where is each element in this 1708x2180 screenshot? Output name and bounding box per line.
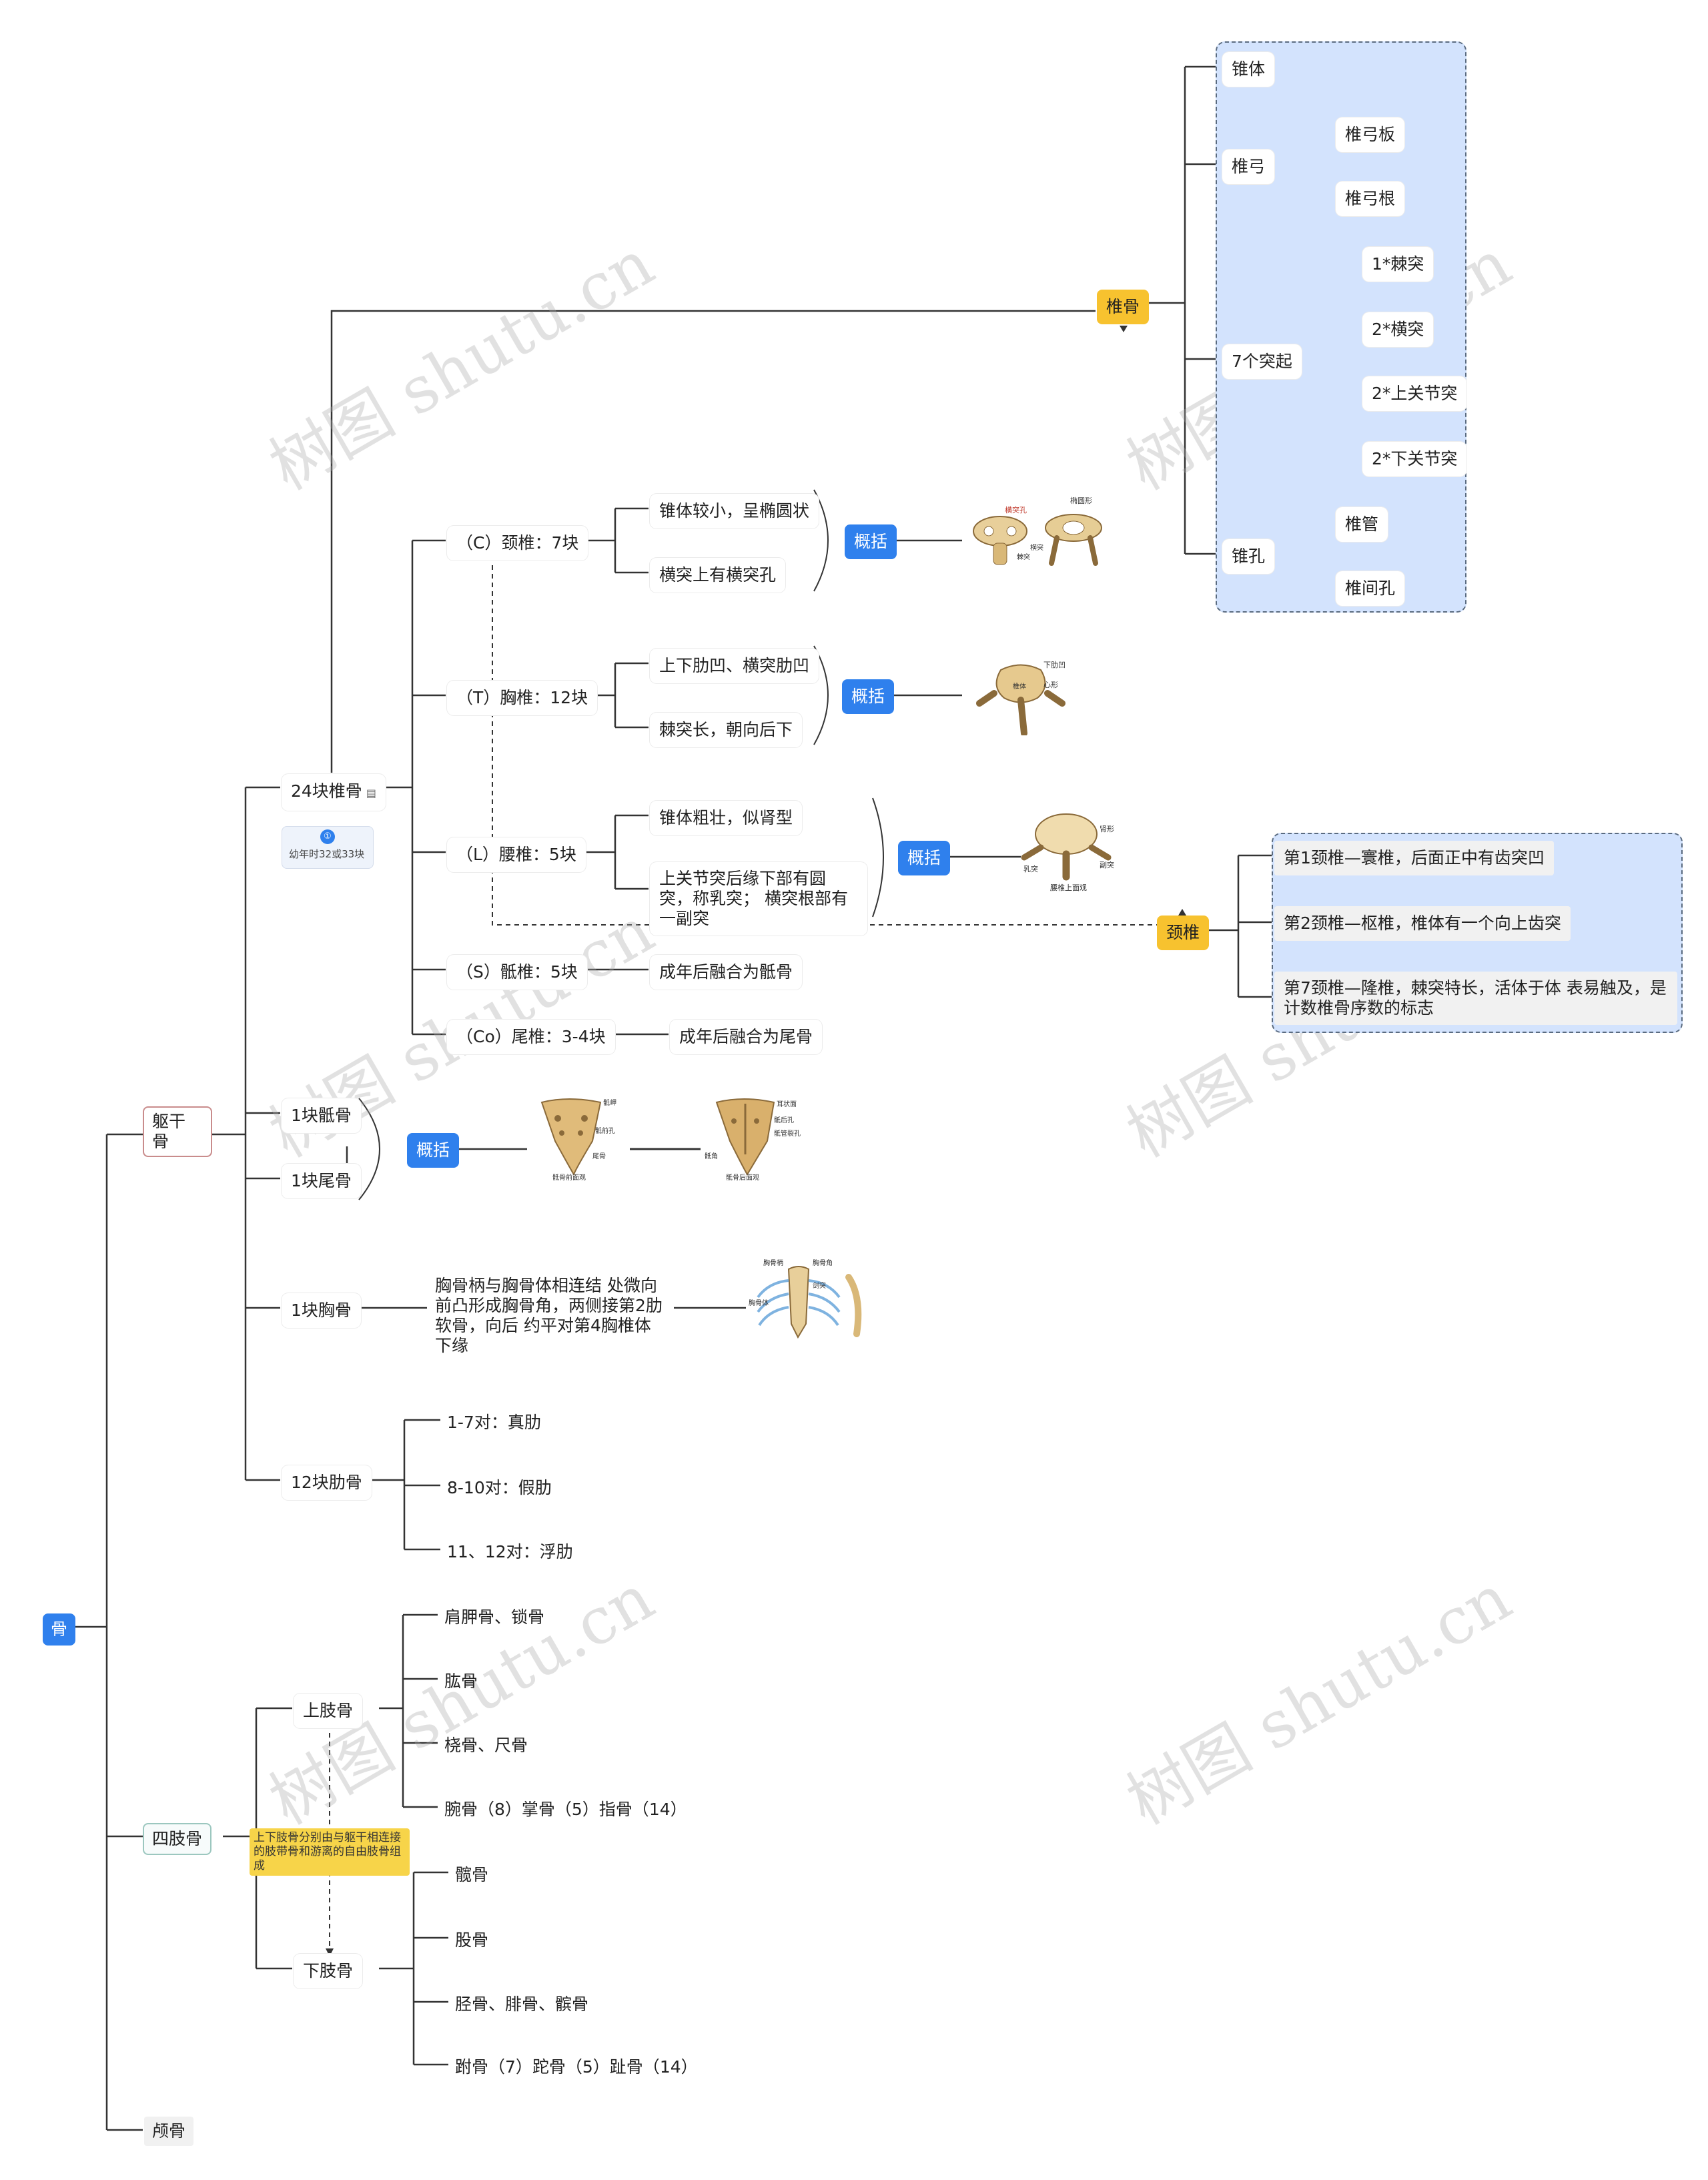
upper-item-3[interactable]: 桡骨、尺骨: [444, 1736, 528, 1755]
upper-item-4[interactable]: 腕骨（8）掌骨（5）指骨（14）: [444, 1800, 687, 1819]
lumbar-vertebra-image: 肾形 乳突 副突 腰椎上面观: [1021, 813, 1114, 892]
label-kidney-shape: 肾形: [1100, 825, 1114, 833]
vertebrae-note-text: 幼年时32或33块: [289, 848, 365, 860]
label-coccyx-bone: 尾骨: [592, 1152, 606, 1160]
ribs-floating[interactable]: 11、12对：浮肋: [447, 1542, 573, 1561]
label-accessory: 副突: [1100, 860, 1114, 869]
label-anterior-foramen: 骶前孔: [595, 1126, 615, 1135]
arch-pedicle[interactable]: 椎弓根: [1336, 181, 1405, 216]
cervical-callout-node[interactable]: 颈椎: [1157, 916, 1210, 950]
thoracic-detail-1[interactable]: 上下肋凹、横突肋凹: [650, 649, 819, 683]
label-transverse-foramen: 横突孔: [1005, 505, 1027, 514]
sternum-node[interactable]: 1块胸骨: [282, 1293, 361, 1328]
process-inferior-articular[interactable]: 2*下关节突: [1362, 442, 1467, 476]
label-auricular: 耳状面: [777, 1100, 797, 1108]
sacrum-summary[interactable]: 概括: [407, 1133, 460, 1168]
label-body: 椎体: [1013, 682, 1026, 691]
label-posterior-foramen: 骶后孔: [774, 1116, 794, 1124]
lumbar-summary[interactable]: 概括: [898, 841, 951, 875]
part-arch[interactable]: 椎弓: [1222, 149, 1275, 184]
foramen-canal[interactable]: 椎管: [1336, 507, 1388, 542]
label-manubrium: 胸骨柄: [763, 1258, 783, 1267]
skull-node[interactable]: 颅骨: [144, 2117, 194, 2146]
cervical-vertebra-image: 横突孔 椭圆形 棘突 横突: [973, 496, 1102, 566]
ribs-true[interactable]: 1-7对：真肋: [447, 1413, 541, 1432]
vertebrae-node[interactable]: 24块椎骨 ▤: [282, 774, 386, 811]
lower-limb-node[interactable]: 下肢骨: [294, 1954, 363, 1988]
arch-lamina[interactable]: 椎弓板: [1336, 117, 1405, 152]
part-foramen[interactable]: 锥孔: [1222, 539, 1275, 574]
thoracic-summary[interactable]: 概括: [842, 679, 895, 714]
lumbar-detail-2[interactable]: 上关节突后缘下部有圆突，称乳突； 横突根部有一副突: [650, 862, 867, 936]
label-transverse: 横突: [1030, 543, 1043, 552]
region-lumbar[interactable]: （L）腰椎：5块: [447, 837, 586, 872]
part-processes[interactable]: 7个突起: [1222, 344, 1302, 379]
cervical-detail-2[interactable]: 横突上有横突孔: [650, 558, 786, 593]
vertebrae-label: 24块椎骨: [291, 781, 362, 801]
sternum-image: 胸骨柄 胸骨角 剑突 胸骨体: [749, 1258, 862, 1339]
label-sacral-horn: 骶角: [705, 1152, 718, 1160]
label-sacrum-back-view: 骶骨后面观: [726, 1174, 759, 1181]
upper-limb-node[interactable]: 上肢骨: [294, 1694, 363, 1728]
part-body[interactable]: 锥体: [1222, 52, 1275, 87]
region-thoracic[interactable]: （T）胸椎：12块: [447, 681, 598, 715]
label-inferior-costal: 下肋凹: [1043, 660, 1065, 669]
cervical-detail-1[interactable]: 锥体较小，呈椭圆状: [650, 494, 819, 528]
label-xiphoid: 剑突: [813, 1281, 826, 1290]
process-superior-articular[interactable]: 2*上关节突: [1362, 376, 1467, 411]
lower-item-3[interactable]: 胫骨、腓骨、髌骨: [455, 1994, 589, 2014]
process-transverse[interactable]: 2*横突: [1362, 312, 1434, 347]
label-oval: 椭圆形: [1070, 496, 1092, 505]
trunk-label: 躯干 骨: [152, 1112, 186, 1151]
trunk-node[interactable]: 躯干 骨: [144, 1108, 211, 1156]
limbs-note: 上下肢骨分别由与躯干相连接的肢带骨和游离的自由肢骨组成: [250, 1828, 410, 1876]
cervical-prominens[interactable]: 第7颈椎—隆椎，棘突特长，活体于体 表易触及，是计数椎骨序数的标志: [1274, 972, 1677, 1025]
sacrum-node[interactable]: 1块骶骨: [282, 1098, 361, 1133]
label-sternum-body: 胸骨体: [749, 1299, 769, 1307]
label-promontory: 骶岬: [603, 1099, 616, 1107]
sacral-detail[interactable]: 成年后融合为骶骨: [650, 955, 803, 990]
region-coccygeal[interactable]: （Co）尾椎：3-4块: [447, 1020, 615, 1054]
label-spinous: 棘突: [1017, 553, 1030, 561]
limbs-node[interactable]: 四肢骨: [144, 1824, 211, 1854]
lower-item-1[interactable]: 髋骨: [455, 1865, 489, 1884]
cervical-axis[interactable]: 第2颈椎—枢椎，椎体有一个向上齿突: [1274, 906, 1571, 941]
thoracic-detail-2[interactable]: 棘突长，朝向后下: [650, 713, 803, 747]
sacrum-front-image: 骶岬 骶前孔 尾骨 骶骨前面观: [540, 1098, 616, 1181]
upper-item-1[interactable]: 肩胛骨、锁骨: [444, 1607, 545, 1627]
vertebrae-note: ① 幼年时32或33块: [282, 826, 374, 869]
cervical-atlas[interactable]: 第1颈椎—寰椎，后面正中有齿突凹: [1274, 841, 1554, 875]
lower-item-2[interactable]: 股骨: [455, 1930, 489, 1950]
label-sacral-hiatus: 骶管裂孔: [774, 1129, 801, 1138]
thoracic-vertebra-image: 下肋凹 心形 椎体: [976, 660, 1065, 735]
cervical-summary[interactable]: 概括: [845, 524, 897, 559]
label-mammillary: 乳突: [1023, 864, 1038, 873]
foramen-intervertebral[interactable]: 椎间孔: [1336, 571, 1405, 606]
region-cervical[interactable]: （C）颈椎：7块: [447, 526, 588, 561]
region-sacral[interactable]: （S）骶椎：5块: [447, 955, 587, 990]
lower-item-4[interactable]: 跗骨（7）跎骨（5）趾骨（14）: [455, 2057, 698, 2077]
coccyx-node[interactable]: 1块尾骨: [282, 1164, 361, 1198]
process-spinous[interactable]: 1*棘突: [1362, 247, 1434, 282]
note-count-badge: ①: [320, 829, 335, 844]
note-icon: ▤: [366, 787, 376, 799]
label-heart-shape: 心形: [1043, 681, 1058, 689]
sacrum-back-image: 耳状面 骶后孔 骶管裂孔 骶角 骶骨后面观: [705, 1098, 801, 1181]
coccygeal-detail[interactable]: 成年后融合为尾骨: [670, 1020, 823, 1054]
upper-item-2[interactable]: 肱骨: [444, 1672, 478, 1691]
label-lumbar-top-view: 腰椎上面观: [1050, 883, 1087, 892]
ribs-node[interactable]: 12块肋骨: [282, 1465, 372, 1500]
root-node[interactable]: 骨: [43, 1613, 76, 1646]
lumbar-detail-1[interactable]: 锥体粗壮，似肾型: [650, 801, 803, 835]
ribs-false[interactable]: 8-10对：假肋: [447, 1478, 552, 1497]
label-sacrum-front-view: 骶骨前面观: [552, 1173, 586, 1181]
label-sternal-angle: 胸骨角: [813, 1258, 833, 1267]
vertebra-callout-node[interactable]: 椎骨: [1097, 290, 1150, 324]
sternum-detail[interactable]: 胸骨柄与胸骨体相连结 处微向前凸形成胸骨角，两侧接第2肋软骨，向后 约平对第4胸…: [435, 1276, 663, 1355]
